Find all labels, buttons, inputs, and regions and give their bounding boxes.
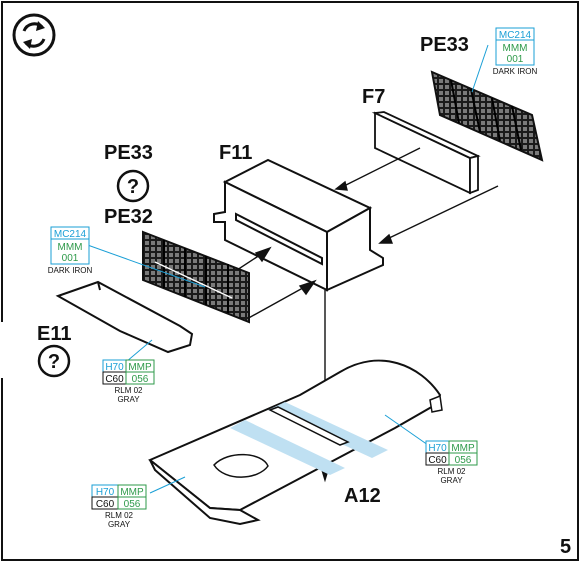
paint-caption: RLM 02 [105, 511, 134, 520]
color-box-e11-gray: H70 MMP C60 056 RLM 02 GRAY [102, 359, 155, 404]
a12-floor-part [148, 359, 443, 526]
paint-brand: MMP [451, 443, 475, 454]
step-number: 5 [560, 536, 571, 558]
paint-caption: DARK IRON [493, 67, 538, 76]
paint-brand: MMM [503, 43, 528, 54]
paint-number: 001 [507, 54, 524, 65]
part-labels: PE33 F7 F11 PE33 PE32 E11 A12 [37, 34, 469, 507]
color-box-top-right: MC214 MMM 001 DARK IRON [493, 27, 538, 76]
color-box-bottom-gray: H70 MMP C60 056 RLM 02 GRAY [91, 484, 147, 529]
paint-caption: GRAY [117, 395, 140, 404]
paint-caption: GRAY [440, 476, 463, 485]
paint-caption: RLM 02 [437, 467, 466, 476]
pe33-grille-part [430, 70, 544, 162]
label-f7: F7 [362, 86, 385, 108]
label-pe33-top: PE33 [420, 34, 469, 56]
paint-number: 056 [124, 499, 141, 510]
e11-panel-part [55, 280, 194, 354]
paint-code: C60 [428, 455, 447, 466]
option-question-e11: ? [37, 344, 71, 378]
paint-code: MC214 [54, 229, 87, 240]
rotate-arrows-icon [12, 13, 56, 57]
label-pe33-left: PE33 [104, 142, 153, 164]
paint-code: MC214 [499, 30, 532, 41]
color-box-right-gray: H70 MMP C60 056 RLM 02 GRAY [425, 440, 478, 485]
color-box-left: MC214 MMM 001 DARK IRON [48, 226, 93, 275]
assembly-arrows [198, 147, 499, 483]
f11-box-part [213, 158, 384, 292]
option-question-pe33: ? [116, 169, 150, 203]
paint-code: C60 [105, 374, 124, 385]
paint-code: H70 [96, 487, 115, 498]
label-a12: A12 [344, 485, 381, 507]
paint-caption: RLM 02 [114, 386, 143, 395]
paint-brand: MMM [58, 242, 83, 253]
leader-lines [81, 44, 489, 494]
paint-number: 056 [455, 455, 472, 466]
paint-code: H70 [105, 362, 124, 373]
pe32-grille-part [142, 230, 250, 324]
paint-number: 056 [132, 374, 149, 385]
paint-brand: MMP [128, 362, 152, 373]
label-f11: F11 [219, 142, 252, 164]
question-mark-icon: ? [48, 351, 60, 373]
f7-strip-part [371, 111, 481, 195]
label-e11: E11 [37, 323, 71, 345]
paint-caption: DARK IRON [48, 266, 93, 275]
paint-code: H70 [428, 443, 447, 454]
question-mark-icon: ? [127, 176, 139, 198]
label-pe32: PE32 [104, 206, 153, 228]
paint-brand: MMP [120, 487, 144, 498]
paint-code: C60 [96, 499, 115, 510]
paint-number: 001 [62, 253, 79, 264]
paint-caption: GRAY [108, 520, 131, 529]
